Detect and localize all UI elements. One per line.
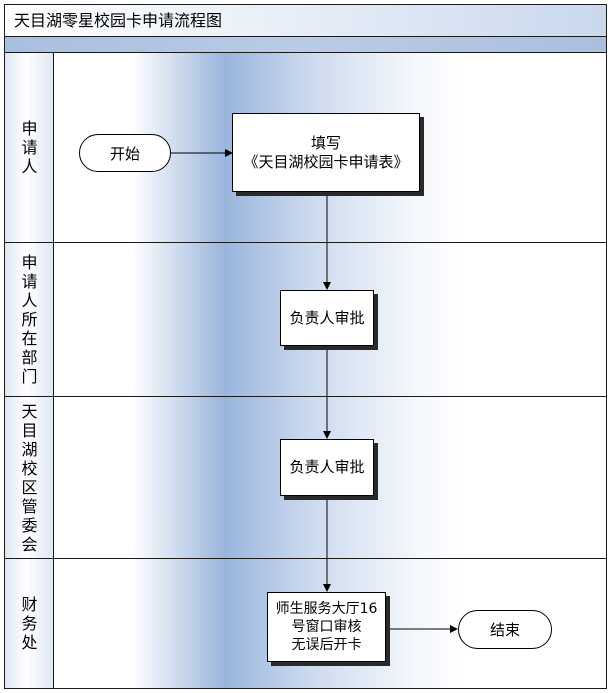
dept-approval-node: 负责人审批 — [280, 290, 374, 346]
lane-label-text: 财务处 — [21, 595, 38, 652]
committee-approval-node: 负责人审批 — [280, 439, 374, 496]
fill-form-line2: 《天目湖校园卡申请表》 — [243, 152, 409, 171]
lane-label-text: 申请人 — [21, 119, 38, 176]
lane-label-text: 申请人所在部门 — [21, 253, 38, 386]
header-strip — [5, 37, 606, 53]
end-node: 结束 — [458, 610, 552, 649]
finance-node: 师生服务大厅16 号窗口审核 无误后开卡 — [267, 592, 386, 662]
lane-label-finance: 财务处 — [5, 559, 54, 688]
lane-divider — [5, 396, 606, 397]
diagram-frame — [4, 4, 607, 689]
fill-form-line1: 填写 — [310, 133, 341, 152]
lane-label-column — [5, 53, 54, 688]
lane-label-applicant: 申请人 — [5, 53, 54, 242]
start-label: 开始 — [109, 144, 140, 163]
lane-label-committee: 天目湖校区管委会 — [5, 397, 54, 558]
diagram-title: 天目湖零星校园卡申请流程图 — [14, 11, 223, 30]
dept-approval-label: 负责人审批 — [289, 308, 365, 327]
lane-divider — [5, 242, 606, 243]
committee-approval-label: 负责人审批 — [289, 458, 365, 476]
end-label: 结束 — [489, 621, 520, 639]
finance-line2: 号窗口审核 — [291, 619, 362, 635]
finance-line3: 无误后开卡 — [291, 637, 362, 653]
lane-divider — [5, 558, 606, 559]
finance-line1: 师生服务大厅16 — [275, 601, 378, 617]
lane-label-text: 天目湖校区管委会 — [21, 401, 38, 554]
fill-form-node: 填写 《天目湖校园卡申请表》 — [232, 113, 420, 192]
start-node: 开始 — [79, 134, 171, 172]
title-bar: 天目湖零星校园卡申请流程图 — [5, 5, 606, 37]
lane-label-department: 申请人所在部门 — [5, 243, 54, 396]
